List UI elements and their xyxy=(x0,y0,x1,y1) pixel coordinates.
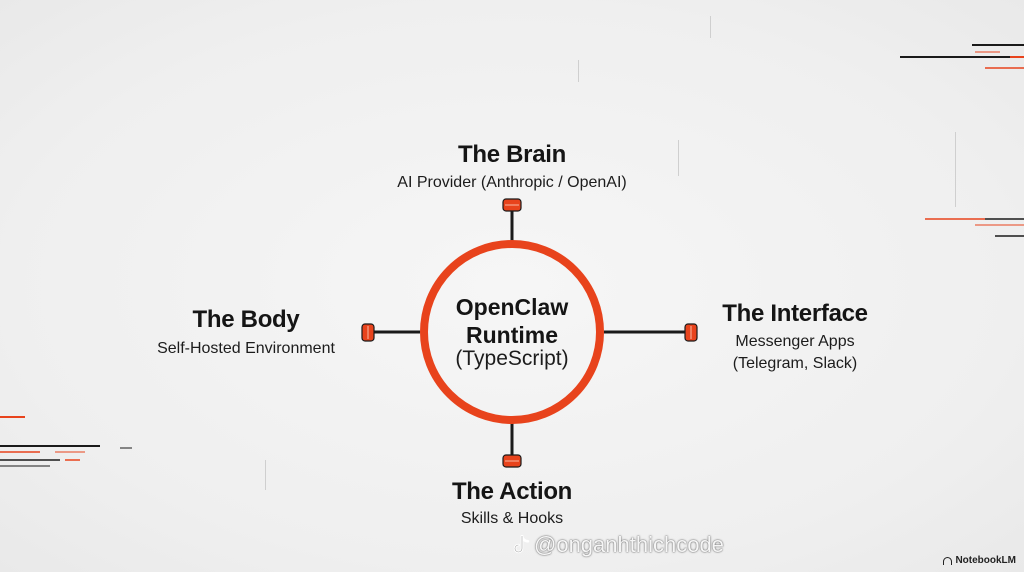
code-snippet-decoration xyxy=(955,132,1024,207)
watermark-handle: @onganhthichcode xyxy=(534,532,724,557)
code-snippet-decoration xyxy=(710,16,771,38)
runtime-title: OpenClaw Runtime xyxy=(455,294,569,348)
notebooklm-brand: NotebookLM xyxy=(943,555,1016,566)
action-subtitle: Skills & Hooks xyxy=(460,510,564,527)
decorative-lines-right xyxy=(925,218,1024,237)
brand-label: NotebookLM xyxy=(955,555,1016,566)
action-connector-cap xyxy=(502,454,522,468)
runtime-ring xyxy=(420,240,604,424)
body-title: The Body xyxy=(192,306,300,333)
brain-title: The Brain xyxy=(458,141,566,168)
decorative-lines-top-right xyxy=(900,44,1024,69)
interface-connector-cap xyxy=(684,323,698,342)
body-subtitle: Self-Hosted Environment xyxy=(157,340,335,357)
interface-subtitle-line1: Messenger Apps xyxy=(735,333,855,350)
code-snippet-decoration xyxy=(265,460,376,490)
decorative-lines-left xyxy=(0,416,132,467)
interface-subtitle-line2: (Telegram, Slack) xyxy=(732,355,858,372)
tiktok-icon xyxy=(512,534,530,555)
tiktok-watermark: @onganhthichcode xyxy=(512,532,724,558)
brain-subtitle: AI Provider (Anthropic / OpenAI) xyxy=(397,174,627,191)
runtime-subtitle: (TypeScript) xyxy=(455,347,569,370)
body-connector-cap xyxy=(361,323,375,342)
interface-title: The Interface xyxy=(722,300,868,327)
notebooklm-icon xyxy=(943,556,953,565)
code-snippet-decoration xyxy=(678,140,774,176)
code-snippet-decoration xyxy=(578,60,694,82)
action-title: The Action xyxy=(451,478,573,505)
brain-connector-cap xyxy=(502,198,522,212)
